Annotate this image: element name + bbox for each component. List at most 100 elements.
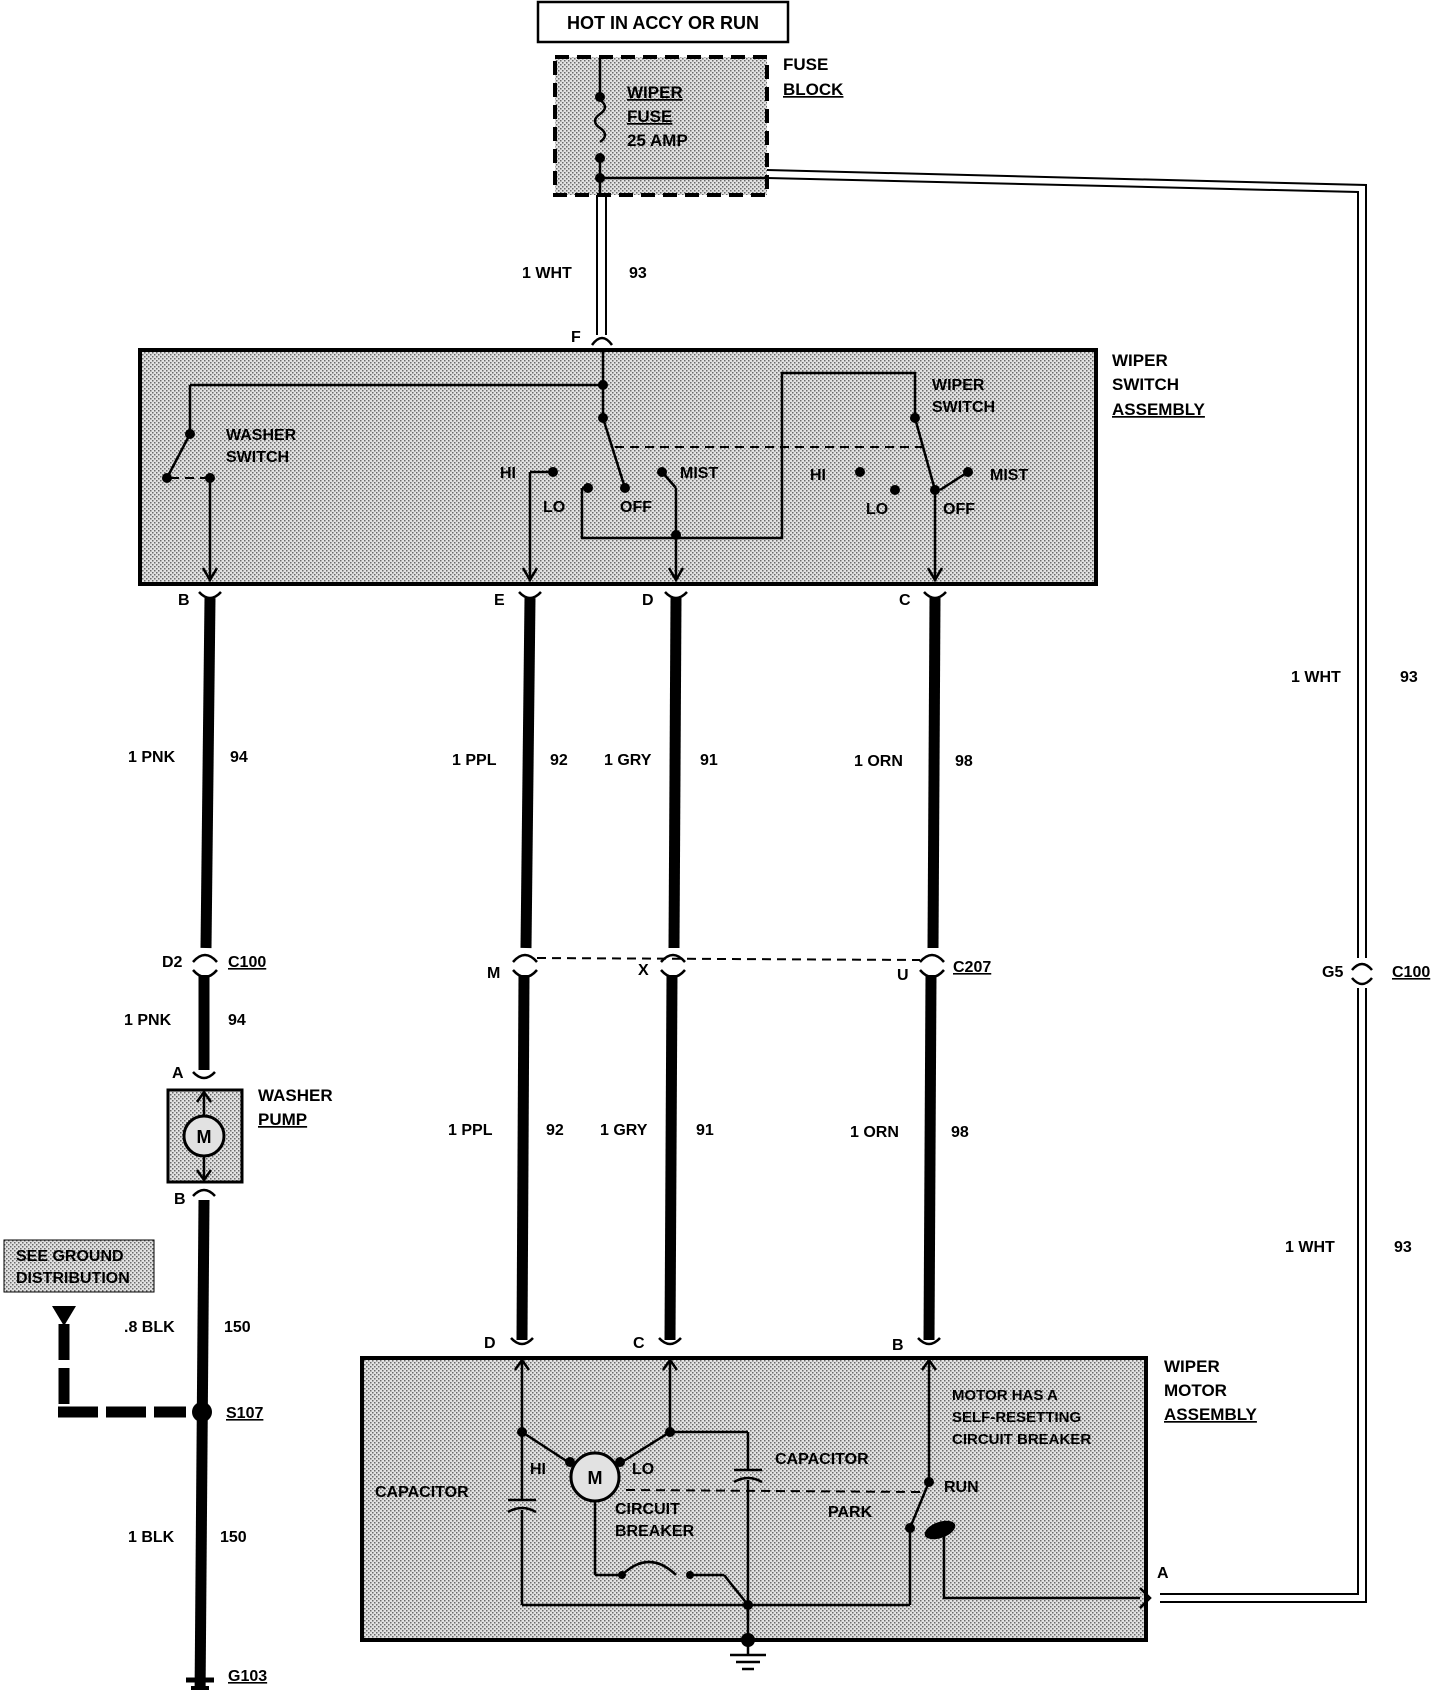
pin-c-switch: C	[899, 592, 911, 609]
wire-150-color-1: .8 BLK	[124, 1319, 175, 1336]
wiper-switch-label-1: WIPER	[932, 377, 985, 394]
wire-94-color-2: 1 PNK	[124, 1012, 172, 1029]
wire-150-num-1: 150	[224, 1319, 251, 1336]
motor-ground-symbol	[730, 1605, 766, 1671]
motor-hi-label: HI	[530, 1461, 546, 1478]
ground-g103-label: G103	[228, 1668, 267, 1685]
wire-92-num-1: 92	[550, 752, 568, 769]
pin-d2-label: D2	[162, 954, 183, 971]
wire-94-num-1: 94	[230, 749, 248, 766]
wiper-fuse-label-3: 25 AMP	[627, 131, 688, 150]
pin-d-switch: D	[642, 592, 654, 609]
connector-c100-left: C100	[228, 954, 266, 971]
washer-switch-label-2: SWITCH	[226, 449, 289, 466]
motor-note-line-3: CIRCUIT BREAKER	[952, 1431, 1091, 1448]
wire-98-color-2: 1 ORN	[850, 1124, 899, 1141]
pin-f-label: F	[571, 329, 581, 346]
wiper-motor-assembly: M MOTOR HAS A SELF-RESETTING CIRCUIT BRE…	[360, 1356, 1152, 1642]
capacitor-right-label: CAPACITOR	[775, 1451, 869, 1468]
wire-150-num-2: 150	[220, 1529, 247, 1546]
ground-g103	[186, 1677, 214, 1690]
washer-switch-label-1: WASHER	[226, 427, 297, 444]
wire-98-num-1: 98	[955, 753, 973, 770]
wire-93-color-top: 1 WHT	[522, 265, 572, 282]
pin-e-switch: E	[494, 592, 505, 609]
wiper-motor-assembly-title-3: ASSEMBLY	[1164, 1405, 1258, 1424]
motor-lo-label: LO	[632, 1461, 654, 1478]
wire-91-color-2: 1 GRY	[600, 1122, 648, 1139]
switch1-mist-label: MIST	[680, 465, 718, 482]
pin-a-motor: A	[1157, 1565, 1169, 1582]
fuse-block: WIPER FUSE 25 AMP	[553, 55, 769, 197]
circuit-breaker-label-2: BREAKER	[615, 1523, 695, 1540]
switch1-off-label: OFF	[620, 499, 652, 516]
pin-a-pump: A	[172, 1065, 184, 1082]
fuse-block-title-2: BLOCK	[783, 80, 844, 99]
switch1-lo-label: LO	[543, 499, 565, 516]
wiper-motor-assembly-title-1: WIPER	[1164, 1357, 1220, 1376]
wire-92-num-2: 92	[546, 1122, 564, 1139]
pin-d-motor: D	[484, 1335, 496, 1352]
wire-93-color-right-1: 1 WHT	[1291, 669, 1341, 686]
motor-note-line-2: SELF-RESETTING	[952, 1409, 1081, 1426]
switch2-lo-label: LO	[866, 501, 888, 518]
heavy-wires	[194, 597, 941, 1690]
wire-93-fuse-to-switch	[590, 195, 614, 346]
pin-b-pump: B	[174, 1191, 186, 1208]
hot-label-box: HOT IN ACCY OR RUN	[536, 0, 790, 44]
pin-b-switch: B	[178, 592, 190, 609]
switch2-mist-label: MIST	[990, 467, 1028, 484]
washer-pump-title-2: PUMP	[258, 1110, 307, 1129]
pin-g5-label: G5	[1322, 964, 1343, 981]
wiper-switch-assembly-title-1: WIPER	[1112, 351, 1168, 370]
connector-c207: C207	[953, 959, 991, 976]
switch-output-connectors	[198, 591, 947, 600]
wiper-switch-assembly-title-3: ASSEMBLY	[1112, 400, 1206, 419]
wire-91-num-2: 91	[696, 1122, 714, 1139]
wire-92-color-2: 1 PPL	[448, 1122, 493, 1139]
switch2-off-label: OFF	[943, 501, 975, 518]
park-label: PARK	[828, 1504, 873, 1521]
wiper-switch-assembly-title-2: SWITCH	[1112, 375, 1179, 394]
wiper-motor-assembly-title-2: MOTOR	[1164, 1381, 1227, 1400]
ground-distribution-note: SEE GROUND DISTRIBUTION	[3, 1239, 155, 1293]
wire-93-right-loop	[766, 169, 1373, 1603]
wiper-fuse-label-1: WIPER	[627, 83, 683, 102]
wiper-switch-label-2: SWITCH	[932, 399, 995, 416]
pin-x-label: X	[638, 962, 649, 979]
switch2-hi-label: HI	[810, 467, 826, 484]
wire-94-color-1: 1 PNK	[128, 749, 176, 766]
ground-note-line-1: SEE GROUND	[16, 1248, 124, 1265]
pin-b-motor: B	[892, 1337, 904, 1354]
splice-s107: S107	[226, 1405, 263, 1422]
pin-m-label: M	[487, 965, 500, 982]
circuit-breaker-label-1: CIRCUIT	[615, 1501, 680, 1518]
wire-91-color-1: 1 GRY	[604, 752, 652, 769]
capacitor-left-label: CAPACITOR	[375, 1484, 469, 1501]
inline-connectors	[192, 953, 945, 979]
washer-pump: M	[166, 1071, 244, 1197]
wire-93-num-right-1: 93	[1400, 669, 1418, 686]
pin-u-label: U	[897, 967, 909, 984]
wiper-switch-assembly: WASHER SWITCH WIPER SWITCH HI LO OFF MIS…	[138, 348, 1098, 586]
wire-98-color-1: 1 ORN	[854, 753, 903, 770]
washer-pump-motor-symbol: M	[197, 1127, 212, 1147]
wire-93-num-right-2: 93	[1394, 1239, 1412, 1256]
wire-93-num-top: 93	[629, 265, 647, 282]
motor-input-connectors	[510, 1337, 941, 1346]
fuse-block-title-1: FUSE	[783, 55, 828, 74]
motor-note-line-1: MOTOR HAS A	[952, 1387, 1058, 1404]
wire-92-color-1: 1 PPL	[452, 752, 497, 769]
washer-pump-title-1: WASHER	[258, 1086, 333, 1105]
wire-150-color-2: 1 BLK	[128, 1529, 175, 1546]
run-label: RUN	[944, 1479, 979, 1496]
wire-93-color-right-2: 1 WHT	[1285, 1239, 1335, 1256]
wire-94-num-2: 94	[228, 1012, 246, 1029]
wiper-motor-symbol: M	[588, 1468, 603, 1488]
hot-in-accy-or-run-label: HOT IN ACCY OR RUN	[567, 13, 759, 33]
wiper-fuse-label-2: FUSE	[627, 107, 672, 126]
ground-note-line-2: DISTRIBUTION	[16, 1270, 130, 1287]
pin-c-motor: C	[633, 1335, 645, 1352]
switch1-hi-label: HI	[500, 465, 516, 482]
